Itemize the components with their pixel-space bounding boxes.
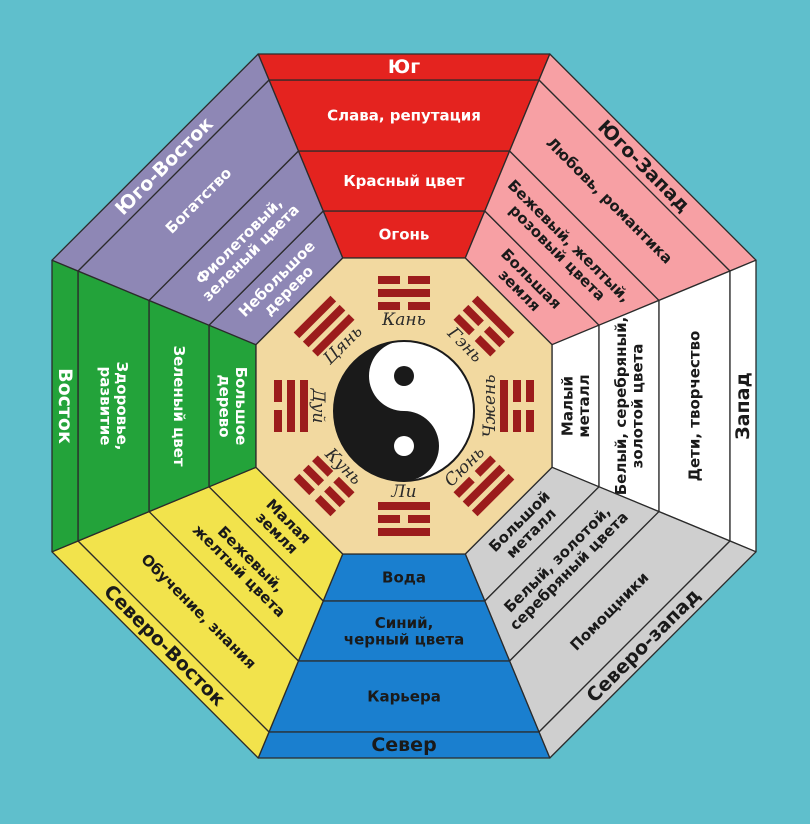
sector-band [51,53,270,272]
yin-line [453,314,475,336]
label-line: Дети, творчество [686,331,704,482]
yin-line [513,410,521,432]
yin-yang-symbol [333,340,475,482]
sector-ring-label: Дети, творчество [686,331,704,482]
yin-line [293,473,315,496]
label-line: Юг [388,56,420,78]
yang-line [287,380,295,432]
yin-line [474,455,496,477]
label-line: черный цвета [344,630,464,648]
trigram-2 [453,295,515,357]
sector-ring-label: Красный цвет [343,172,464,190]
yin-line [274,380,282,402]
sector-ring-label: Синий,черный цвета [344,614,464,649]
yin-line [378,515,400,523]
yin-line [474,335,496,357]
yin-line [408,276,430,284]
yin-line [378,276,400,284]
sector-ring-label: Зеленый цвет [170,345,188,466]
sector-direction-label: Юг [388,56,420,78]
yang-line [462,464,506,508]
label-line: Синий, [375,614,434,632]
sector-ring-label: Карьера [367,688,441,706]
label-line: дерево [215,375,233,438]
label-line: развитие [96,367,114,446]
yang-line [378,502,430,510]
yang-line [500,380,508,432]
sector-direction-label: Запад [732,372,754,440]
yang-line [312,314,355,357]
yin-line [513,380,521,402]
trigram-name: Чжень [480,375,500,438]
yin-line [462,304,484,327]
yin-line [274,410,282,432]
label-line: Слава, репутация [327,107,481,125]
label-line: металл [575,374,593,437]
sector-direction-label: Восток [54,368,76,444]
sector-south: Огонь Красный цвет Слава, репутация Юг [257,53,551,259]
label-line: золотой цвета [628,344,646,469]
yin-dot [394,366,414,386]
yin-line [408,302,430,310]
yin-line [526,380,534,402]
label-line: Красный цвет [343,172,464,190]
yang-line [378,528,430,536]
yin-line [526,410,534,432]
trigram-7 [274,380,308,432]
label-line: Огонь [379,226,430,244]
label-line: Зеленый цвет [170,345,188,466]
yang-line [302,304,346,348]
yin-line [408,515,430,523]
sector-direction-label: Север [371,734,436,756]
yang-line [378,289,430,297]
trigram-3 [500,380,534,432]
yin-line [453,476,475,498]
sector-west: Малыйметалл Белый, серебряный,золотой цве… [551,259,757,553]
label-line: Здоровье, [113,362,131,451]
sector-ring-label: Вода [382,569,426,587]
label-line: Запад [732,372,754,440]
yang-line [300,380,308,432]
trigram-name: Ли [390,482,416,502]
yin-line [378,302,400,310]
trigram-1 [378,276,430,310]
sector-ring-label: Белый, серебряный,золотой цвета [612,317,647,496]
label-line: Большое [232,367,250,446]
trigram-6 [293,455,355,517]
trigram-5 [378,502,430,536]
label-line: Север [371,734,436,756]
sector-ring-label: Здоровье,развитие [96,362,131,451]
yang-line [471,473,515,517]
yin-line [314,495,337,517]
yang-line [471,295,515,339]
label-line: Восток [54,368,76,444]
sector-ring-label: Большоедерево [215,367,250,446]
sector-ring-label: Слава, репутация [327,107,481,125]
trigram-4 [453,455,515,517]
label-line: Малый [558,376,576,436]
label-line: Вода [382,569,426,587]
yin-line [333,476,355,498]
sector-ring-label: Малыйметалл [558,374,593,437]
yin-line [483,326,506,348]
sector-ring-label: Огонь [379,226,430,244]
trigram-name: Дуй [308,388,328,424]
label-line: Белый, серебряный, [612,317,630,496]
yang-dot [394,436,414,456]
trigram-name: Кань [381,310,426,330]
trigram-8 [293,295,355,357]
sector-east: Большоедерево Зеленый цвет Здоровье,развит… [51,259,257,553]
yang-line [293,295,337,339]
yin-line [302,464,325,486]
yin-line [312,455,334,477]
label-line: Карьера [367,688,441,706]
yin-line [324,485,346,508]
